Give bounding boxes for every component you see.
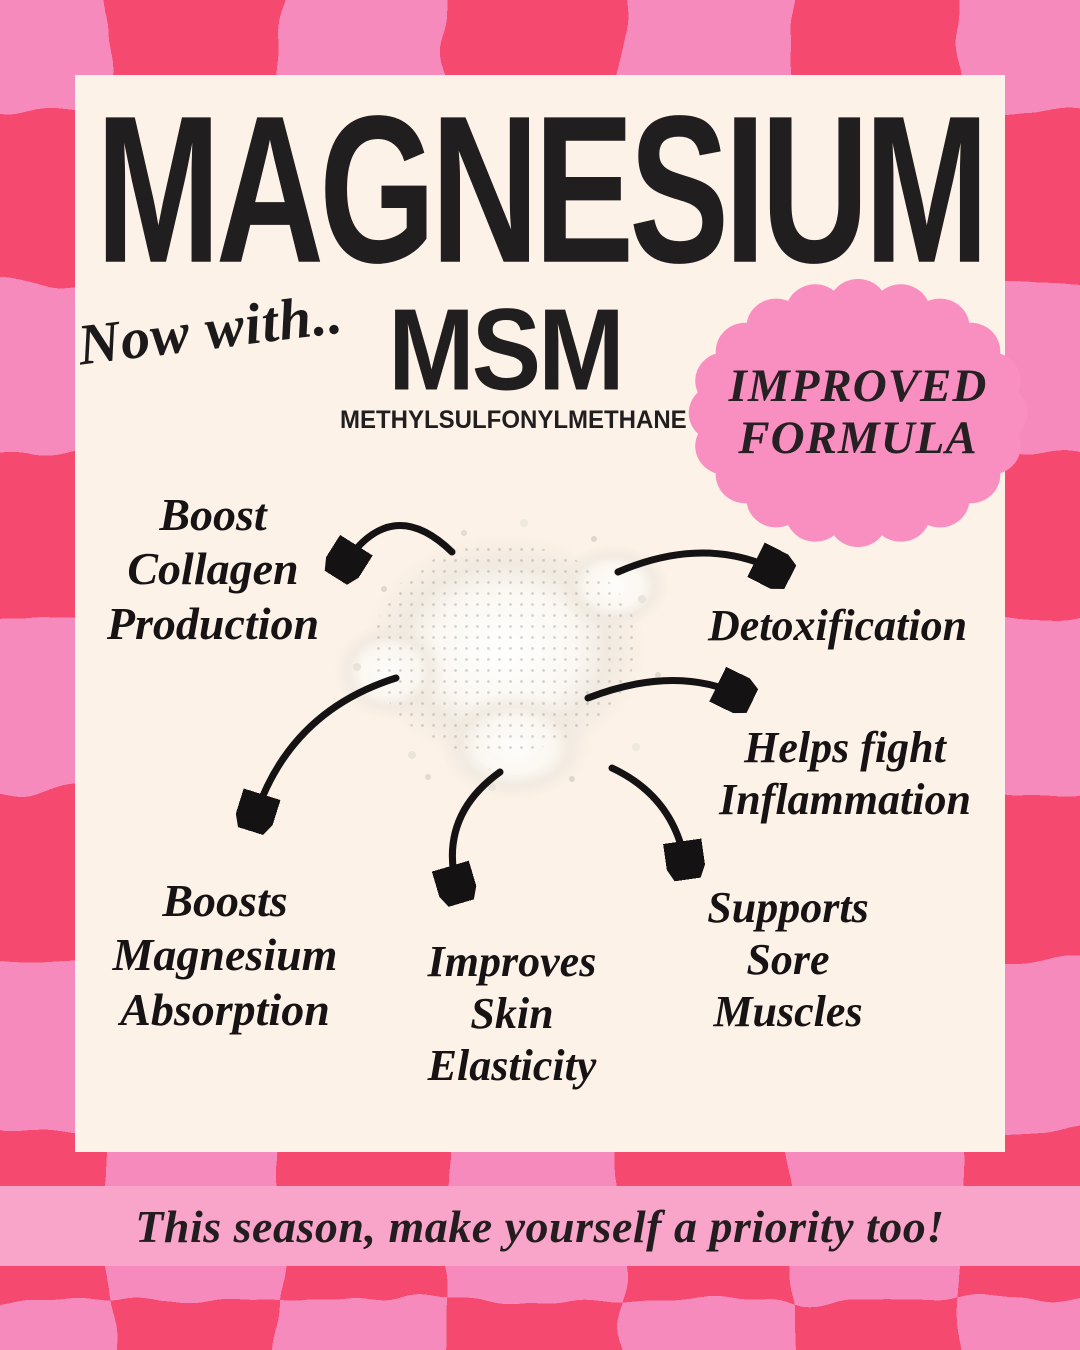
- benefit-label-sore-muscles: Supports Sore Muscles: [668, 882, 908, 1038]
- msm-powder-image: [333, 515, 670, 800]
- benefit-label-line: Sore: [746, 934, 830, 984]
- benefit-label-magnesium-absorption: Boosts Magnesium Absorption: [80, 874, 370, 1037]
- msm-title: MSM: [388, 285, 625, 416]
- benefit-label-line: Helps fight: [744, 723, 946, 772]
- improved-formula-badge: IMPROVED FORMULA: [672, 270, 1044, 556]
- scallop-blob-icon: [688, 278, 1028, 548]
- benefit-label-line: Inflammation: [719, 774, 971, 824]
- powder-grains: [340, 515, 344, 519]
- benefit-label-line: Boosts: [162, 875, 288, 926]
- benefit-label-line: Magnesium: [112, 929, 338, 981]
- footer-banner: This season, make yourself a priority to…: [0, 1186, 1080, 1266]
- benefit-label-inflammation: Helps fight Inflammation: [700, 722, 990, 826]
- msm-heading: MSM METHYLSULFONYLMETHANE: [340, 285, 687, 435]
- benefit-label-boost-collagen: Boost Collagen Production: [88, 488, 338, 651]
- chemical-name: METHYLSULFONYLMETHANE: [340, 406, 687, 435]
- benefit-label-line: Collagen: [127, 543, 299, 595]
- benefit-label-skin-elasticity: Improves Skin Elasticity: [392, 936, 632, 1092]
- badge-label: IMPROVED FORMULA: [672, 270, 1044, 556]
- badge-line2: FORMULA: [738, 412, 978, 464]
- benefit-label-line: Muscles: [713, 986, 863, 1036]
- badge-line1: IMPROVED: [728, 360, 988, 413]
- benefit-label-line: Improves: [427, 937, 597, 986]
- poster-title: MAGNESIUM: [95, 71, 989, 307]
- benefit-label-line: Skin: [470, 988, 554, 1038]
- benefit-label-line: Absorption: [120, 983, 330, 1035]
- benefit-label-line: Elasticity: [427, 1040, 597, 1090]
- benefit-label-detoxification: Detoxification: [680, 600, 995, 652]
- footer-text: This season, make yourself a priority to…: [135, 1200, 945, 1252]
- powder-speckle-texture: [373, 543, 637, 755]
- benefit-label-line: Boost: [159, 489, 267, 540]
- benefit-label-line: Supports: [707, 883, 869, 932]
- benefit-label-line: Production: [106, 597, 320, 649]
- benefit-label-line: Detoxification: [707, 601, 968, 650]
